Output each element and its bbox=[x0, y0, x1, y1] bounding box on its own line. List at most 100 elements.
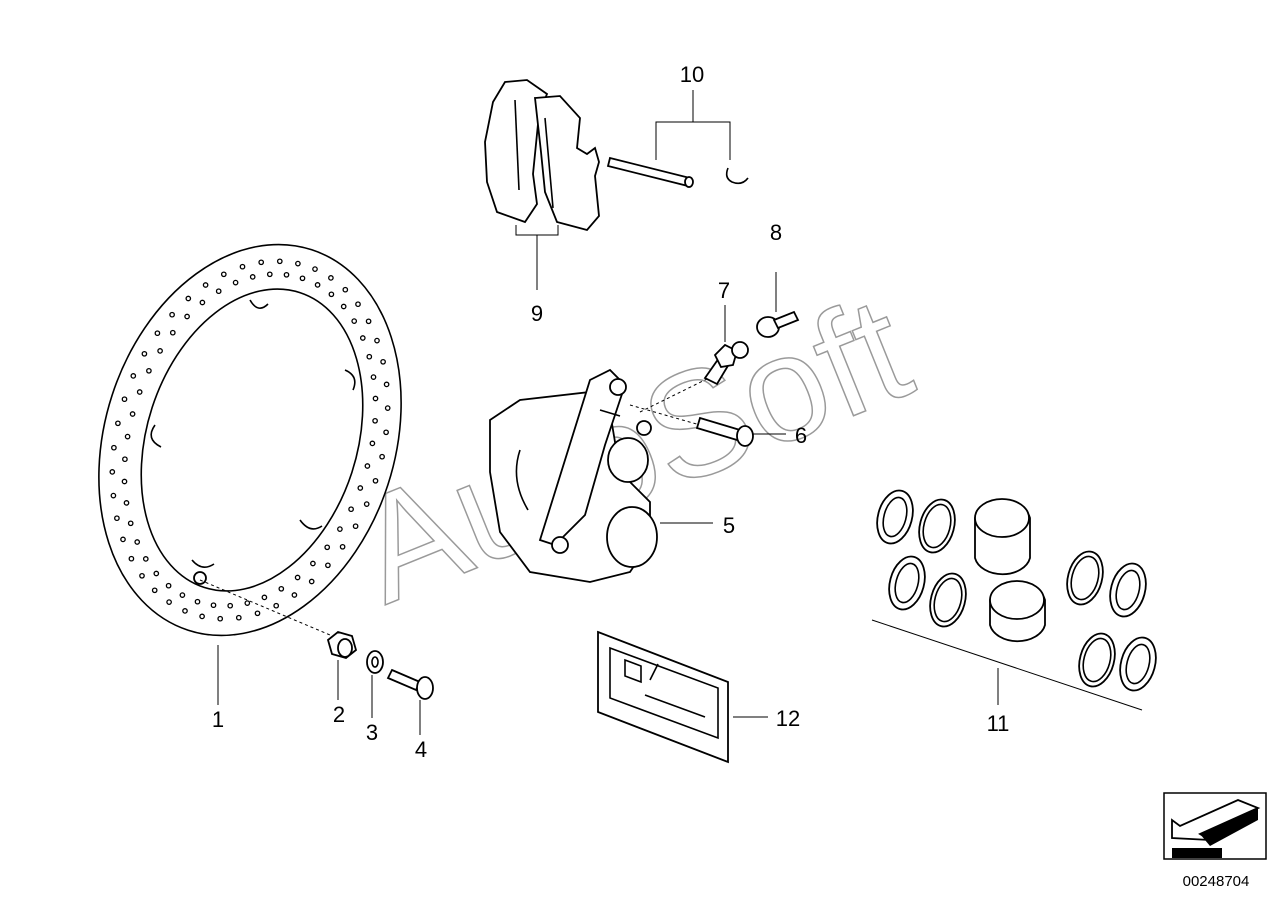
disc-hole bbox=[124, 433, 131, 440]
disc-hole bbox=[194, 598, 201, 605]
disc-hole bbox=[153, 570, 160, 577]
disc-hole bbox=[128, 555, 135, 562]
disc-hole bbox=[261, 594, 268, 601]
disc-hole bbox=[202, 282, 209, 288]
disc-hole bbox=[359, 335, 366, 341]
disc-hole bbox=[325, 562, 331, 569]
disc-hole bbox=[123, 500, 130, 506]
disc-hole bbox=[142, 556, 149, 562]
disc-hole bbox=[310, 560, 316, 567]
reference-number: 00248704 bbox=[1183, 873, 1250, 890]
disc-hole bbox=[283, 271, 290, 278]
disc-hole bbox=[127, 520, 134, 527]
disc-hole bbox=[374, 337, 380, 344]
disc-hole bbox=[369, 440, 376, 447]
disc-hole bbox=[110, 492, 117, 499]
disc-hole bbox=[339, 543, 346, 550]
disc-hole bbox=[215, 288, 222, 295]
disc-hole bbox=[363, 501, 370, 507]
disc-hole bbox=[355, 301, 361, 308]
disc-hole bbox=[122, 456, 128, 463]
disc-hole bbox=[121, 478, 128, 485]
disc-hole bbox=[370, 374, 377, 380]
disc-hole bbox=[340, 303, 347, 310]
disc-hole bbox=[383, 429, 389, 436]
disc-hole bbox=[146, 367, 152, 374]
disc-hole bbox=[114, 515, 120, 522]
disc-hole bbox=[129, 411, 136, 417]
direction-arrow-icon bbox=[1171, 799, 1261, 858]
reference-box: 00248704 bbox=[1163, 792, 1267, 890]
callout-8: 8 bbox=[770, 220, 782, 245]
screw bbox=[386, 668, 434, 700]
disc-hole bbox=[312, 266, 318, 272]
callout-9: 9 bbox=[531, 301, 543, 326]
disc-hole bbox=[139, 572, 145, 579]
disc-hole bbox=[364, 463, 371, 469]
disc-hole bbox=[115, 420, 121, 427]
disc-hole bbox=[337, 526, 343, 532]
callout-10: 10 bbox=[680, 62, 704, 87]
disc-hole bbox=[199, 299, 206, 306]
disc-hole bbox=[352, 523, 359, 530]
disc-hole bbox=[366, 353, 373, 360]
disc-hole bbox=[278, 585, 285, 592]
disc-hole bbox=[185, 295, 192, 302]
disc-hole bbox=[372, 395, 379, 402]
bleed-valve bbox=[639, 341, 749, 413]
disc-hole bbox=[220, 271, 227, 278]
disc-hole bbox=[169, 311, 175, 318]
callouts: 1 2 3 4 5 6 7 8 9 10 11 12 bbox=[212, 62, 1010, 762]
disc-hole bbox=[291, 592, 298, 598]
disc-hole bbox=[365, 318, 372, 325]
disc-hole bbox=[324, 544, 331, 551]
brake-caliper bbox=[489, 368, 658, 583]
disc-hole bbox=[141, 350, 148, 357]
disc-hole bbox=[239, 263, 246, 270]
repair-instructions bbox=[597, 630, 729, 764]
disc-hole bbox=[182, 608, 188, 614]
disc-hole bbox=[136, 389, 143, 395]
disc-hole bbox=[254, 610, 261, 617]
disc-hole bbox=[154, 330, 161, 337]
disc-hole bbox=[351, 318, 358, 324]
disc-hole bbox=[379, 453, 385, 460]
disc-hole bbox=[232, 279, 239, 286]
disc-hole bbox=[184, 313, 190, 320]
disc-hole bbox=[258, 259, 265, 266]
disc-hole bbox=[380, 358, 386, 365]
disc-hole bbox=[166, 599, 172, 605]
disc-hole bbox=[372, 417, 378, 424]
callout-12: 12 bbox=[776, 706, 800, 731]
disc-hole bbox=[157, 348, 163, 354]
disc-hole bbox=[314, 282, 321, 288]
disc-hole bbox=[348, 506, 354, 513]
disc-hole bbox=[383, 381, 390, 388]
disc-hole bbox=[121, 396, 128, 403]
collar-bolt bbox=[199, 579, 358, 659]
disc-hole bbox=[111, 444, 117, 451]
disc-hole bbox=[130, 373, 137, 379]
brake-disc bbox=[98, 243, 402, 637]
disc-hole bbox=[120, 536, 126, 543]
disc-hole bbox=[169, 329, 176, 336]
callout-7: 7 bbox=[718, 278, 730, 303]
disc-hole bbox=[308, 578, 315, 585]
disc-hole bbox=[235, 614, 242, 621]
disc-hole bbox=[294, 574, 301, 581]
repair-kit bbox=[871, 489, 1157, 711]
disc-hole bbox=[210, 602, 217, 609]
caliper-bolt bbox=[629, 404, 754, 447]
callout-4: 4 bbox=[415, 737, 427, 762]
disc-hole bbox=[249, 274, 256, 280]
disc-hole bbox=[217, 615, 224, 622]
callout-11: 11 bbox=[987, 711, 1010, 736]
disc-hole bbox=[109, 469, 116, 475]
disc-hole bbox=[328, 291, 335, 298]
disc-hole bbox=[165, 582, 172, 589]
callout-3: 3 bbox=[366, 720, 378, 745]
washer bbox=[366, 650, 384, 674]
disc-hole bbox=[134, 539, 141, 545]
disc-hole bbox=[384, 405, 391, 411]
